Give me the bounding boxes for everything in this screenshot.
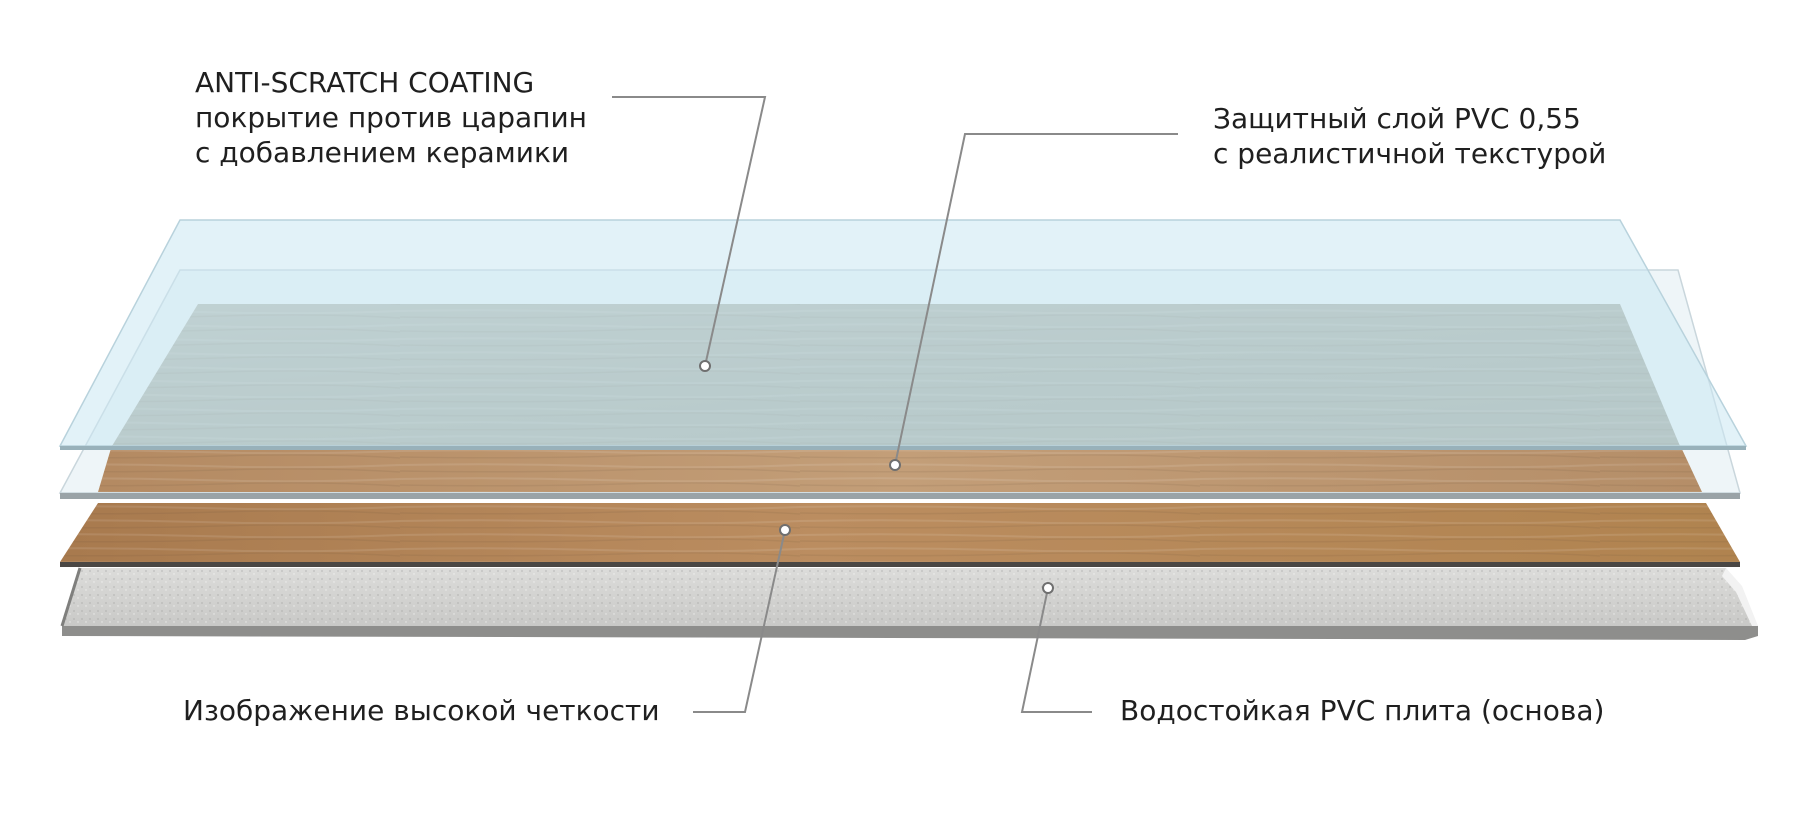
layer-anti-scratch <box>58 219 1748 450</box>
oak-print-grain <box>98 445 1702 492</box>
anti-scratch-sheet <box>58 219 1748 447</box>
hd-print-grain <box>60 503 1740 562</box>
layer-pvc-core <box>60 567 1758 640</box>
hd-print-edge <box>60 562 1740 567</box>
pvc-core-left-edge <box>60 567 82 627</box>
label-anti-scratch: ANTI-SCRATCH COATING покрытие против цар… <box>195 65 587 170</box>
leader-anti-scratch <box>612 96 767 367</box>
label-hd-print-line1: Изображение высокой четкости <box>183 694 660 727</box>
label-pvc-wear-line1: Защитный слой PVC 0,55 <box>1213 102 1581 135</box>
leader-dots <box>699 360 1054 594</box>
pvc-core-click-profile <box>1722 568 1758 626</box>
dot-hd-print <box>779 524 791 536</box>
leader-hd-print <box>693 529 786 713</box>
leader-lines <box>612 96 1178 713</box>
layer-oak-print <box>98 445 1702 492</box>
label-pvc-core: Водостойкая PVC плита (основа) <box>1120 693 1604 728</box>
label-pvc-wear-layer: Защитный слой PVC 0,55 с реалистичной те… <box>1213 101 1606 171</box>
dot-pvc-wear <box>889 459 901 471</box>
pvc-core-texture <box>62 568 1758 626</box>
pvc-core-edge <box>62 626 1758 640</box>
label-anti-scratch-title: ANTI-SCRATCH COATING <box>195 66 535 99</box>
dot-anti-scratch <box>699 360 711 372</box>
leader-pvc-core <box>1020 587 1092 713</box>
layer-hd-print <box>60 503 1740 567</box>
label-pvc-wear-line2: с реалистичной текстурой <box>1213 137 1607 170</box>
dot-pvc-core <box>1042 582 1054 594</box>
anti-scratch-edge <box>60 446 1746 450</box>
pvc-wear-edge <box>60 493 1740 499</box>
label-anti-scratch-line2: покрытие против царапин <box>195 101 587 134</box>
label-pvc-core-line1: Водостойкая PVC плита (основа) <box>1120 694 1605 727</box>
leader-pvc-wear <box>894 133 1178 466</box>
label-hd-print: Изображение высокой четкости <box>183 693 660 728</box>
label-anti-scratch-line3: с добавлением керамики <box>195 136 570 169</box>
